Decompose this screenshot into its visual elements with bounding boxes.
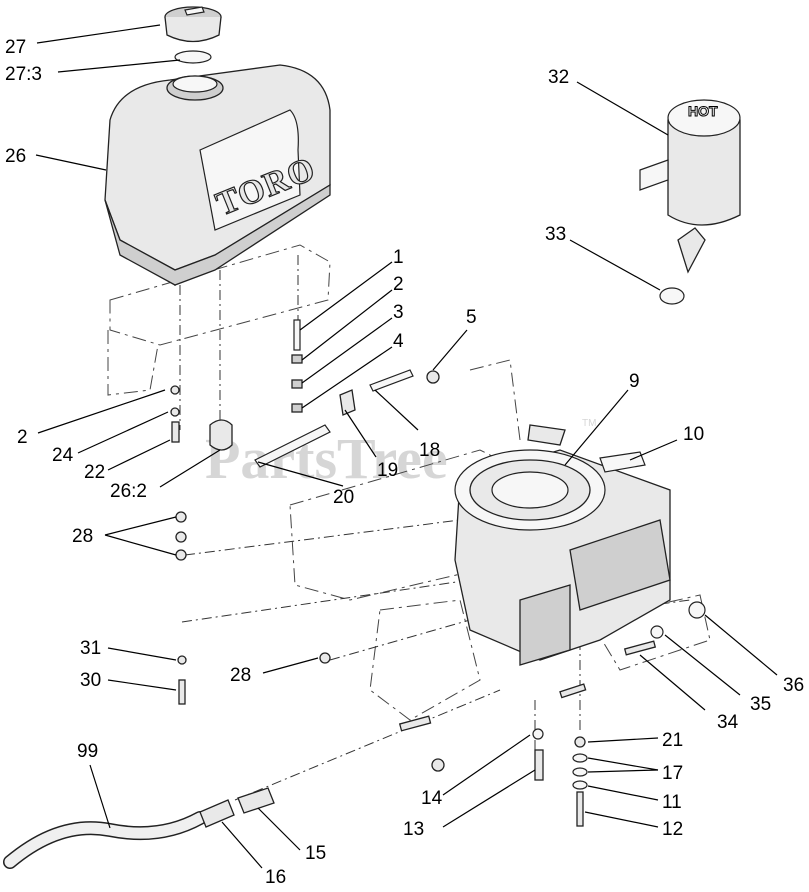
fuel-line-parts — [170, 319, 440, 468]
muffler: HOT — [639, 99, 741, 274]
watermark: PartsTree TM — [205, 418, 596, 491]
callout-27-3: 27:3 — [5, 64, 42, 85]
callout-28-upper: 28 — [72, 526, 93, 547]
callout-4: 4 — [393, 331, 404, 352]
engine — [454, 424, 671, 666]
callout-31: 31 — [80, 638, 101, 659]
callout-14: 14 — [421, 788, 443, 809]
callout-22: 22 — [84, 462, 105, 483]
callout-24: 24 — [52, 445, 74, 466]
callout-26: 26 — [5, 146, 26, 167]
callout-15: 15 — [305, 843, 326, 864]
callout-5: 5 — [466, 307, 477, 328]
callout-2-lower: 2 — [17, 427, 28, 448]
callout-18: 18 — [419, 440, 440, 461]
callout-21: 21 — [662, 730, 683, 751]
fuel-tank: TORO — [104, 64, 331, 286]
callout-13: 13 — [403, 819, 424, 840]
hardware — [175, 511, 706, 827]
callout-36: 36 — [783, 675, 804, 696]
callout-11: 11 — [662, 792, 682, 813]
cap-gasket — [174, 50, 212, 64]
hot-label: HOT — [688, 103, 718, 119]
muffler-clamp — [659, 287, 685, 305]
callout-2-upper: 2 — [393, 274, 404, 295]
fuel-hose — [3, 787, 275, 869]
callout-28-lower: 28 — [230, 665, 251, 686]
callout-19: 19 — [377, 460, 398, 481]
leader-lines — [35, 24, 778, 869]
watermark-text: PartsTree — [205, 426, 448, 491]
callout-34: 34 — [717, 712, 739, 733]
callout-16: 16 — [265, 867, 286, 888]
callout-32: 32 — [548, 67, 569, 88]
callouts: 27 27:3 26 32 33 1 2 3 4 5 9 10 18 19 2 … — [5, 37, 804, 888]
callout-3: 3 — [393, 302, 404, 323]
callout-12: 12 — [662, 819, 683, 840]
callout-10: 10 — [683, 424, 704, 445]
callout-26-2: 26:2 — [110, 481, 147, 502]
callout-99: 99 — [77, 741, 98, 762]
callout-1: 1 — [393, 247, 404, 268]
callout-30: 30 — [80, 670, 101, 691]
callout-20: 20 — [333, 487, 354, 508]
callout-9: 9 — [629, 371, 640, 392]
callout-17: 17 — [662, 763, 683, 784]
fuel-cap — [164, 6, 222, 43]
callout-33: 33 — [545, 224, 566, 245]
callout-27: 27 — [5, 37, 26, 58]
watermark-tm: TM — [582, 418, 596, 429]
callout-35: 35 — [750, 694, 771, 715]
